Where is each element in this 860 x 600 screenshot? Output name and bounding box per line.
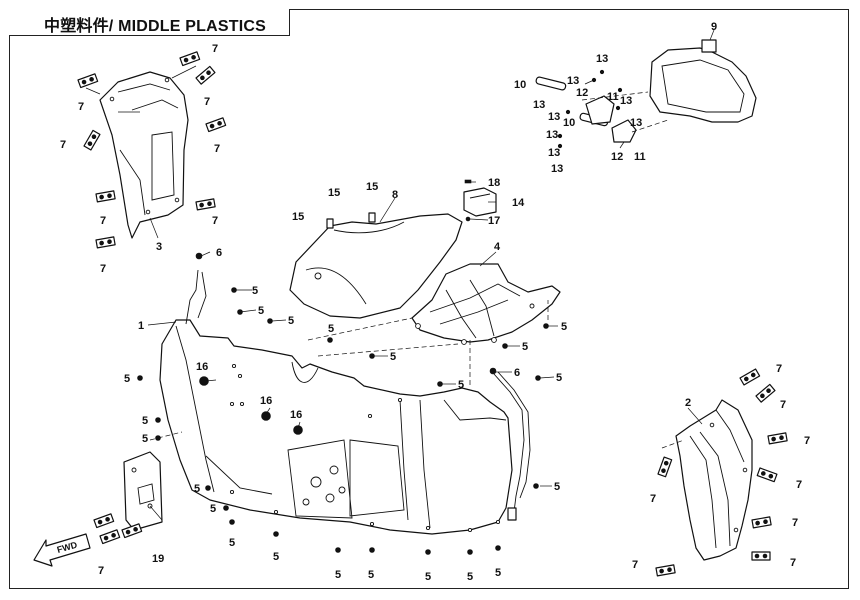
part-4-storage-tray[interactable] [411,263,561,345]
callout-5e: 5 [390,351,396,363]
drawing-frame [9,9,849,589]
callout-7j: 7 [780,399,786,411]
callout-1: 1 [138,320,144,332]
callout-13a: 13 [596,53,608,65]
callout-5h: 5 [561,321,567,333]
callout-5u: 5 [495,567,501,579]
callout-10b: 10 [563,117,575,129]
callout-labels: 1 2 3 4 5 5 5 5 5 5 5 5 5 5 5 5 5 5 5 5 … [60,21,810,583]
part-6-right-bracket[interactable] [489,367,531,521]
callout-7d: 7 [214,143,220,155]
callout-11a: 11 [607,91,619,103]
callout-16b: 16 [260,395,272,407]
part-9-bracket-frame[interactable] [649,39,757,123]
callout-5m: 5 [194,483,200,495]
fwd-arrow: FWD [33,533,91,567]
part-1-center-tub[interactable] [159,319,513,535]
callout-7b: 7 [212,43,218,55]
callout-5q: 5 [335,569,341,581]
part-8-seat[interactable] [289,212,463,319]
leader-lines [85,29,715,521]
callout-2: 2 [685,397,691,409]
callout-19: 19 [152,553,164,565]
callout-5p: 5 [273,551,279,563]
callout-5f: 5 [458,379,464,391]
callout-15b: 15 [366,181,378,193]
callout-7c: 7 [204,96,210,108]
callout-4: 4 [494,241,501,253]
callout-7o: 7 [650,493,656,505]
callout-5s: 5 [425,571,431,583]
callout-5b: 5 [258,305,264,317]
callout-5d: 5 [328,323,334,335]
callout-14: 14 [512,197,525,209]
title-box [9,9,290,36]
callout-6a: 6 [216,247,222,259]
callout-13d: 13 [548,111,560,123]
callout-7f: 7 [100,215,106,227]
callout-7e: 7 [60,139,66,151]
callout-5a: 5 [252,285,258,297]
callout-5o: 5 [229,537,235,549]
callout-5j: 5 [124,373,130,385]
assembly-lines [149,91,685,449]
callout-5t: 5 [467,571,473,583]
callout-7p: 7 [632,559,638,571]
callout-13i: 13 [551,163,563,175]
callout-16c: 16 [290,409,302,421]
part-19-plate[interactable] [123,451,163,531]
callout-13c: 13 [533,99,545,111]
callout-7h: 7 [100,263,106,275]
callout-13h: 13 [548,147,560,159]
part-3-left-side-panel[interactable] [99,71,189,239]
callout-7l: 7 [796,479,802,491]
callout-15c: 15 [292,211,304,223]
callout-15a: 15 [328,187,340,199]
page-title: 中塑料件/ MIDDLE PLASTICS [44,18,266,35]
callout-11b: 11 [634,151,646,163]
callout-10a: 10 [514,79,526,91]
callout-7q: 7 [98,565,104,577]
fasteners-7[interactable] [77,51,788,577]
callout-7k: 7 [804,435,810,447]
parts-10-13-hardware[interactable] [535,69,637,149]
callout-5l: 5 [142,433,148,445]
callout-13g: 13 [546,129,558,141]
callout-5i: 5 [522,341,528,353]
part-14-clip[interactable] [463,179,497,222]
callout-13e: 13 [620,95,632,107]
callout-13f: 13 [630,117,642,129]
callout-7g: 7 [212,215,218,227]
callout-7m: 7 [792,517,798,529]
callout-5c: 5 [288,315,294,327]
callout-12a: 12 [576,87,588,99]
callout-7a: 7 [78,101,84,113]
callout-13b: 13 [567,75,579,87]
part-6-left-bracket[interactable] [185,252,207,325]
callout-9: 9 [711,21,717,33]
callout-16a: 16 [196,361,208,373]
callout-5k: 5 [142,415,148,427]
callout-5v: 5 [554,481,560,493]
callout-18: 18 [488,177,500,189]
callout-7n: 7 [790,557,796,569]
part-2-right-side-panel[interactable] [675,399,753,561]
callout-8: 8 [392,189,398,201]
callout-5n: 5 [210,503,216,515]
callout-5r: 5 [368,569,374,581]
callout-17: 17 [488,215,500,227]
callout-7i: 7 [776,363,782,375]
callout-5g: 5 [556,372,562,384]
callout-6b: 6 [514,367,520,379]
callout-12b: 12 [611,151,623,163]
callout-3: 3 [156,241,162,253]
